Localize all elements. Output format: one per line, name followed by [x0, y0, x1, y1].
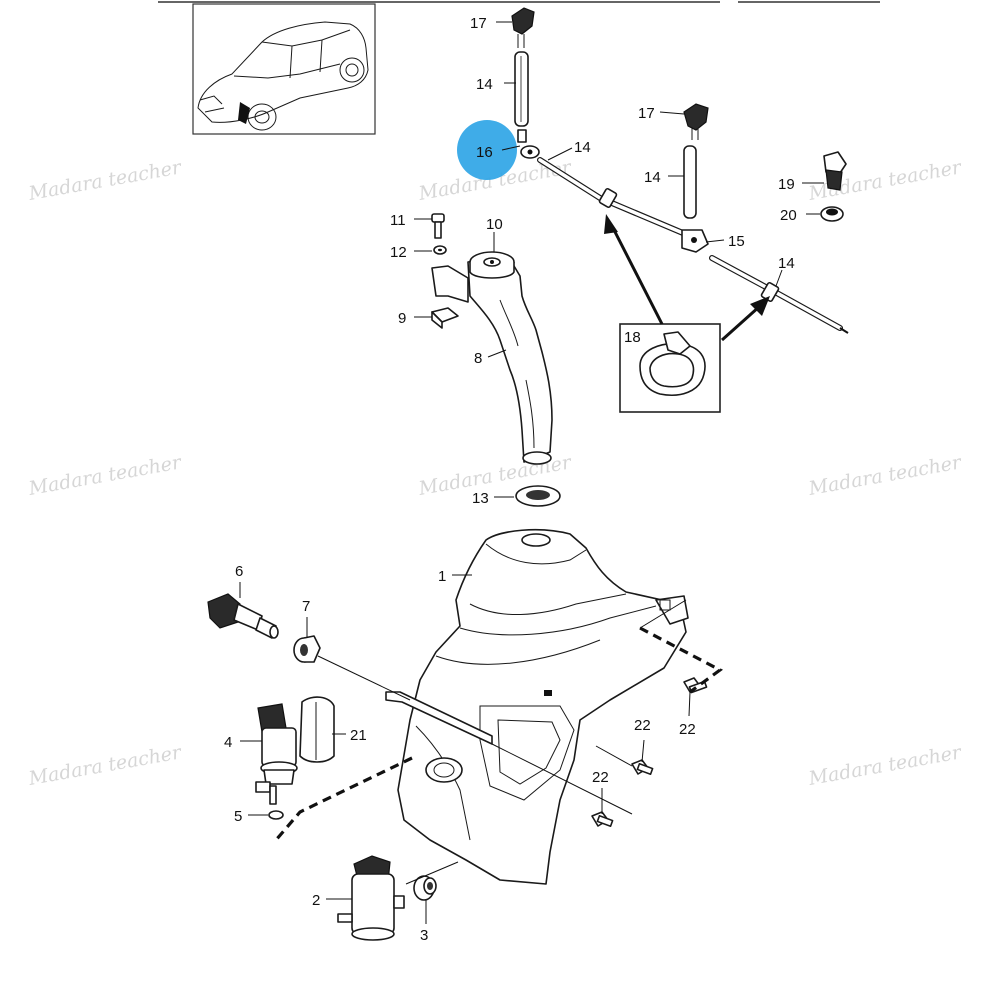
reservoir-1 — [385, 528, 689, 885]
nozzle-right-17 — [683, 103, 709, 140]
callout-11: 11 — [390, 212, 406, 229]
callout-8: 8 — [474, 350, 482, 367]
callout-4: 4 — [224, 734, 232, 751]
bolt-22-lower — [591, 811, 614, 828]
callout-9: 9 — [398, 310, 406, 327]
filler-cap-10 — [469, 251, 515, 279]
tee-connector-15 — [681, 229, 709, 253]
callout-17: 17 — [638, 105, 655, 122]
filler-neck-8 — [431, 255, 553, 465]
o-ring-5 — [268, 810, 284, 820]
callout-13: 13 — [472, 490, 489, 507]
level-sensor-6 — [207, 593, 279, 639]
nozzle-left-17 — [511, 7, 535, 48]
hose-vertical-14a — [514, 51, 529, 127]
callout-16-highlighted: 16 — [476, 144, 493, 161]
callout-2: 2 — [312, 892, 320, 909]
watermark: Madara teacher — [26, 156, 184, 205]
washer-pump-2 — [337, 855, 405, 941]
callout-19: 19 — [778, 176, 795, 193]
callout-3: 3 — [420, 927, 428, 944]
callout-22: 22 — [634, 717, 651, 734]
hose-clip-on-line — [598, 188, 780, 302]
rubber-sleeve-21 — [299, 696, 335, 763]
grommet-7 — [293, 635, 321, 663]
callout-21: 21 — [350, 727, 367, 744]
bolt-22-middle — [631, 759, 654, 776]
watermark: Madara teacher — [26, 741, 184, 790]
nut-clip-9 — [431, 307, 459, 329]
bolt-11 — [431, 213, 445, 239]
callout-14: 14 — [574, 139, 591, 156]
callout-14: 14 — [476, 76, 493, 93]
callout-1: 1 — [438, 568, 446, 585]
watermark: Madara teacher — [806, 451, 964, 500]
assembly-dashed-lines — [274, 626, 724, 842]
callout-labels: 17 14 16 14 17 14 19 20 15 14 11 10 12 9… — [224, 15, 797, 944]
seal-13 — [515, 485, 561, 507]
bolt-22-upper — [683, 677, 708, 694]
hose-clip-inset-18 — [619, 323, 721, 413]
callout-14: 14 — [644, 169, 661, 186]
callout-17: 17 — [470, 15, 487, 32]
callout-15: 15 — [728, 233, 745, 250]
hose-vertical-14c — [683, 145, 697, 219]
callout-10: 10 — [486, 216, 503, 233]
callout-14: 14 — [778, 255, 795, 272]
callout-22: 22 — [679, 721, 696, 738]
callout-5: 5 — [234, 808, 242, 825]
car-location-inset — [192, 3, 376, 135]
watermark: Madara teacher — [26, 451, 184, 500]
clip-19 — [823, 151, 847, 191]
watermark: Madara teacher — [806, 741, 964, 790]
washer-pump-4 — [255, 703, 298, 805]
leader-lines — [239, 21, 824, 924]
callout-6: 6 — [235, 563, 243, 580]
callout-18: 18 — [624, 329, 641, 346]
inset-pointer-arrows — [604, 214, 770, 342]
highlight-marker-16 — [457, 120, 517, 180]
assembly-guide-lines — [317, 599, 687, 885]
callout-22: 22 — [592, 769, 609, 786]
connector-16 — [517, 129, 540, 159]
grommet-20 — [820, 206, 844, 222]
callout-7: 7 — [302, 598, 310, 615]
callout-12: 12 — [390, 244, 407, 261]
washer-12 — [433, 245, 447, 255]
callout-20: 20 — [780, 207, 797, 224]
